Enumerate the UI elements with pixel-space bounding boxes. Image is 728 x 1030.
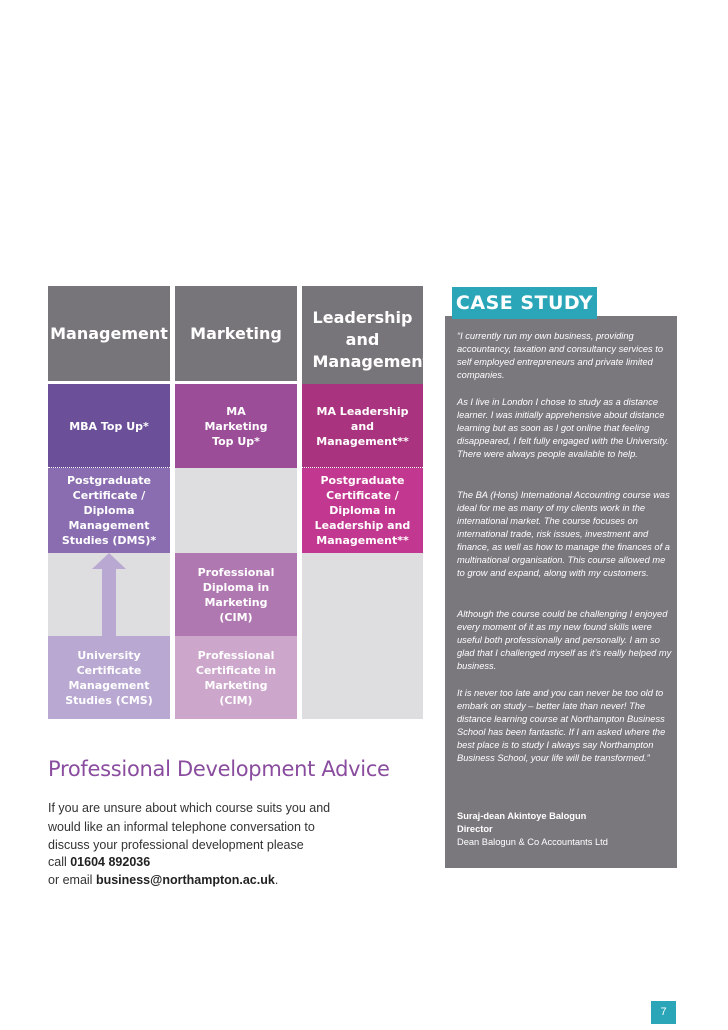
case-study-panel <box>445 316 677 868</box>
cell-empty <box>302 553 423 636</box>
phone-number[interactable]: 01604 892036 <box>70 855 151 869</box>
progression-arrow-icon <box>92 553 126 636</box>
management-column-header: Management <box>48 286 170 381</box>
management-header-label: Management <box>50 323 168 343</box>
case-study-paragraph-1: “I currently run my own business, provid… <box>457 331 664 380</box>
email-link[interactable]: business@northampton.ac.uk <box>95 873 275 887</box>
divider-dotted <box>302 467 423 468</box>
cell-label: Postgraduate Certificate / Diploma in Le… <box>314 474 411 547</box>
leadership-header-label: Leadership and Management <box>312 307 431 371</box>
cell-empty <box>175 468 297 553</box>
cell-prof-diploma-cim: Professional Diploma in Marketing (CIM) <box>175 553 297 636</box>
cell-label: Professional Certificate in Marketing (C… <box>195 648 277 707</box>
call-prefix: call <box>48 855 71 869</box>
case-study-paragraph-5: It is never too late and you can never b… <box>457 688 666 763</box>
marketing-column-header: Marketing <box>175 286 297 381</box>
cell-ma-marketing: MA Marketing Top Up* <box>175 384 297 468</box>
leadership-column-header: Leadership and Management <box>302 286 431 387</box>
advice-line: If you are unsure about which course sui… <box>48 801 331 815</box>
cell-pg-cert-leadership: Postgraduate Certificate / Diploma in Le… <box>302 468 423 553</box>
cell-mba-top-up: MBA Top Up* <box>48 384 170 468</box>
case-study-title: CASE STUDY <box>452 287 597 319</box>
case-study-paragraph-4: Although the course could be challenging… <box>457 609 672 671</box>
cell-prof-cert-cim: Professional Certificate in Marketing (C… <box>175 636 297 719</box>
cell-label: MBA Top Up* <box>69 419 149 433</box>
case-study-paragraph-3: The BA (Hons) International Accounting c… <box>457 490 670 578</box>
cell-label: Professional Diploma in Marketing (CIM) <box>197 565 275 624</box>
advice-email-line: or email business@northampton.ac.uk. <box>48 871 278 889</box>
cell-uni-cert-cms: University Certificate Management Studie… <box>48 636 170 719</box>
email-suffix: . <box>274 873 279 887</box>
advice-line: discuss your professional development pl… <box>48 838 304 852</box>
cell-ma-leadership: MA Leadership and Management** <box>302 384 423 468</box>
divider-dotted <box>48 467 170 468</box>
cell-label: MA Marketing Top Up* <box>204 404 268 448</box>
email-prefix: or email <box>48 873 96 887</box>
page-number: 7 <box>651 1001 676 1024</box>
marketing-header-label: Marketing <box>190 323 282 343</box>
case-study-paragraph-2: As I live in London I chose to study as … <box>457 397 669 459</box>
cell-label: Postgraduate Certificate / Diploma Manag… <box>61 474 157 547</box>
cell-empty <box>302 636 423 719</box>
advice-call-line: call 01604 892036 <box>48 853 150 871</box>
case-study-name: Suraj-dean Akintoye Balogun <box>457 811 587 821</box>
case-study-company: Dean Balogun & Co Accountants Ltd <box>457 837 608 847</box>
case-study-role: Director <box>457 824 493 834</box>
cell-pg-cert-dms: Postgraduate Certificate / Diploma Manag… <box>48 468 170 553</box>
cell-label: MA Leadership and Management** <box>316 404 409 448</box>
cell-label: University Certificate Management Studie… <box>65 648 153 707</box>
advice-line: would like an informal telephone convers… <box>48 820 315 834</box>
advice-title: Professional Development Advice <box>48 757 390 781</box>
